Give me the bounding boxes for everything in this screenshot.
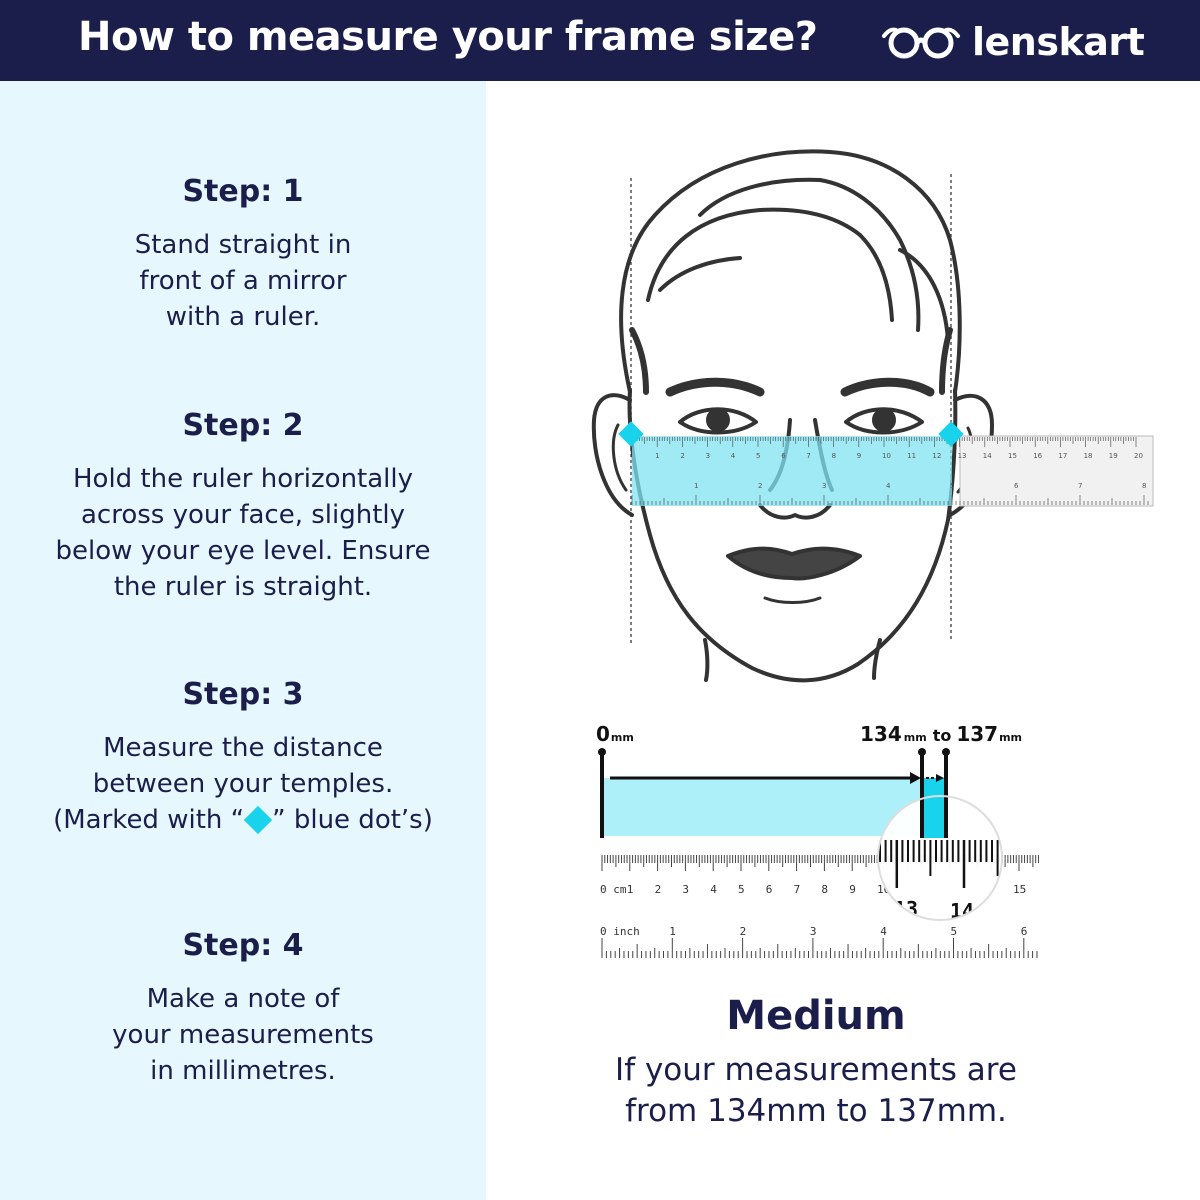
face-ruler-inch-label: 3: [822, 482, 826, 490]
step-text: Make a note of your measurements in mill…: [0, 981, 486, 1089]
face-ruler-cm-label: 6: [781, 452, 786, 460]
step-title: Step: 3: [182, 677, 304, 712]
left-temple-dot: [618, 421, 644, 447]
face-ruler-ticks: [631, 437, 1149, 505]
step-text: Measure the distance between your temple…: [0, 730, 486, 838]
result-description: If your measurements are from 134mm to 1…: [486, 1050, 1146, 1132]
face-ruler-inch-label: 2: [758, 482, 762, 490]
start-value-label: 0mm: [596, 722, 634, 746]
face-drawing: [591, 149, 994, 683]
result-line: from 134mm to 137mm.: [625, 1093, 1007, 1129]
step-line: the ruler is straight.: [113, 572, 373, 602]
face-ruler-cm-label: 10: [882, 452, 891, 460]
cm-tick-label: 3: [682, 883, 689, 896]
step-2: Step: 2 Hold the ruler horizontally acro…: [0, 408, 486, 605]
face-ruler-cm-label: 20: [1134, 452, 1143, 460]
step-line: with a ruler.: [165, 302, 321, 332]
step-line: across your face, slightly: [80, 500, 406, 530]
cm-tick-label: 15: [1013, 883, 1026, 896]
face-ruler-inch-label: 6: [1014, 482, 1019, 490]
face-ruler-cm-label: 4: [731, 452, 736, 460]
face-ruler-cm-label: 11: [907, 452, 916, 460]
brand-name: lenskart: [972, 20, 1145, 64]
face-ruler-inch-label: 4: [886, 482, 891, 490]
inch-zero-label: 0 inch: [600, 925, 640, 938]
header-bar: How to measure your frame size? lenskart: [0, 0, 1200, 81]
cm-tick-label: 4: [710, 883, 717, 896]
cm-tick-label: 8: [821, 883, 828, 896]
cm-tick-label: 2: [655, 883, 662, 896]
face-ruler-cm-label: 12: [932, 452, 941, 460]
brand-logo[interactable]: lenskart: [880, 20, 1145, 64]
step-title: Step: 4: [182, 928, 304, 963]
face-ruler-inch-label: 1: [694, 482, 698, 490]
face-ruler-inch-label: 5: [950, 482, 954, 490]
step-4: Step: 4 Make a note of your measurements…: [0, 928, 486, 1089]
right-temple-dot: [938, 421, 964, 447]
steps-panel: [0, 81, 486, 1200]
step-line: between your temples.: [92, 769, 394, 799]
inch-tick-label: 4: [880, 925, 887, 938]
face-ruler-cm-label: 1: [655, 452, 659, 460]
face-ruler-cm-label: 15: [1008, 452, 1017, 460]
cm-tick-label: 1: [627, 883, 634, 896]
face-ruler-cm-label: 16: [1033, 452, 1042, 460]
inch-ticks: [601, 938, 1038, 958]
step-line: Hold the ruler horizontally: [72, 464, 414, 494]
face-ruler-inch-label: 8: [1142, 482, 1146, 490]
face-ruler-cm-label: 19: [1109, 452, 1118, 460]
step-title: Step: 2: [182, 408, 304, 443]
cm-tick-label: 7: [794, 883, 801, 896]
page-title: How to measure your frame size?: [78, 14, 818, 60]
face-ruler-cm-label: 13: [958, 452, 967, 460]
result-size-title: Medium: [726, 993, 906, 1039]
step-text: Stand straight in front of a mirror with…: [0, 227, 486, 335]
step-3: Step: 3 Measure the distance between you…: [0, 677, 486, 838]
step-line: Make a note of: [146, 984, 340, 1014]
face-ruler-cm-label: 18: [1084, 452, 1093, 460]
step-line: below your eye level. Ensure: [55, 536, 431, 566]
step-line: front of a mirror: [139, 266, 347, 296]
face-ruler-cm-label: 2: [680, 452, 684, 460]
cm-tick-label: 5: [738, 883, 745, 896]
inch-tick-label: 6: [1021, 925, 1028, 938]
inch-tick-label: 3: [810, 925, 817, 938]
marked-text-after: ” blue dot’s): [272, 805, 433, 835]
marked-text-before: (Marked with “: [53, 805, 245, 835]
glasses-icon: [882, 27, 960, 59]
cm-tick-label: 6: [766, 883, 773, 896]
cm-tick-label: 9: [849, 883, 856, 896]
face-ruler-cm-label: 7: [806, 452, 810, 460]
step-title: Step: 1: [182, 174, 304, 209]
face-ruler-cm-label: 14: [983, 452, 992, 460]
inch-tick-label: 1: [669, 925, 676, 938]
face-ruler-cm-label: 8: [832, 452, 836, 460]
inch-tick-label: 5: [951, 925, 958, 938]
face-ruler-cm-label: 5: [756, 452, 760, 460]
step-line-marked: (Marked with “ ” blue dot’s): [0, 802, 486, 838]
result-line: If your measurements are: [615, 1052, 1017, 1088]
face-ruler-inch-label: 7: [1078, 482, 1082, 490]
step-line: Stand straight in: [134, 230, 352, 260]
magnifier-ticks: [879, 840, 999, 888]
face-ruler-cm-label: 17: [1058, 452, 1067, 460]
face-ruler-cm-label: 9: [857, 452, 861, 460]
step-text: Hold the ruler horizontally across your …: [0, 461, 486, 605]
inch-labels: 0 inch 1 2 3 4 5 6: [600, 925, 1027, 938]
cm-zero-label: 0 cm: [600, 883, 627, 896]
step-line: your measurements: [112, 1020, 374, 1050]
step-line: Measure the distance: [103, 733, 383, 763]
step-line: in millimetres.: [150, 1056, 336, 1086]
step-1: Step: 1 Stand straight in front of a mir…: [0, 174, 486, 335]
face-ruler-cm-label: 3: [706, 452, 710, 460]
inch-tick-label: 2: [740, 925, 747, 938]
